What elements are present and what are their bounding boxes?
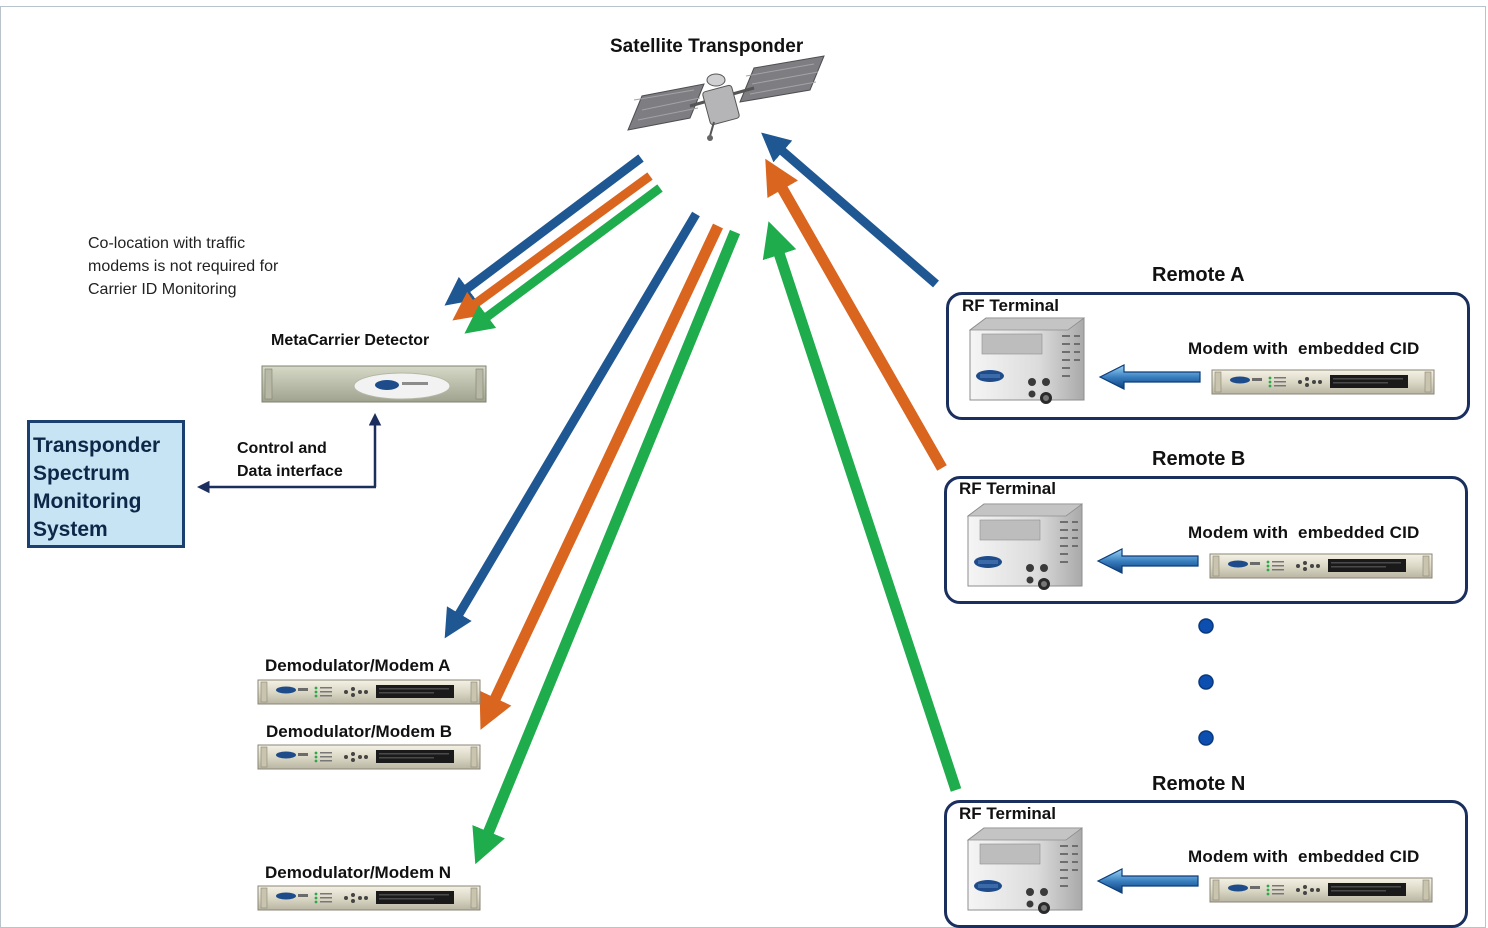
demodulator-b-label: Demodulator/Modem B — [266, 722, 453, 741]
downlink-arrow-blue-detector — [444, 154, 644, 306]
ellipsis-dot-icon — [1198, 674, 1214, 690]
tsms-line: System — [33, 518, 108, 541]
uplink-arrow-green-remote-n — [762, 221, 962, 792]
satellite-icon — [627, 55, 825, 141]
remote-a-box — [946, 292, 1470, 420]
transponder-spectrum-monitoring-system-box: Transponder Spectrum Monitoring System — [27, 420, 185, 548]
satellite-transponder-label: Satellite Transponder — [610, 36, 804, 57]
remote-n-title: Remote N — [1152, 773, 1246, 795]
downlink-arrow-orange-demod-b — [479, 223, 723, 730]
control-line: Data interface — [237, 463, 343, 480]
ellipsis-dot-icon — [1198, 618, 1214, 634]
remote-a-rf-terminal-label: RF Terminal — [962, 296, 1059, 315]
control-data-interface-label: Control and Data interface — [237, 437, 377, 483]
downlink-arrow-green-demod-n — [472, 229, 741, 865]
remote-a-modem-label: Modem with embedded CID — [1188, 339, 1420, 358]
remote-b-title: Remote B — [1152, 448, 1246, 470]
uplink-arrow-blue-remote-a — [761, 132, 939, 288]
remote-a-title: Remote A — [1152, 264, 1245, 286]
remote-n-rf-terminal-label: RF Terminal — [959, 804, 1056, 823]
downlink-arrow-blue-demod-a — [444, 211, 700, 639]
metacarrier-detector-label: MetaCarrier Detector — [271, 332, 430, 349]
downlink-arrow-orange-detector — [452, 172, 653, 321]
co-location-note: Co-location with traffic modems is not r… — [88, 232, 348, 301]
tsms-line: Spectrum — [33, 462, 130, 485]
note-line: modems is not required for — [88, 258, 279, 275]
demodulator-a-rack-icon — [257, 679, 481, 705]
downlink-arrow-green-detector — [464, 184, 663, 334]
note-line: Co-location with traffic — [88, 235, 246, 252]
demodulator-n-label: Demodulator/Modem N — [265, 863, 452, 882]
remote-n-box — [944, 800, 1468, 928]
demodulator-n-rack-icon — [257, 885, 481, 911]
ellipsis-dot-icon — [1198, 730, 1214, 746]
remote-b-rf-terminal-label: RF Terminal — [959, 479, 1056, 498]
remote-n-modem-label: Modem with embedded CID — [1188, 847, 1420, 866]
metacarrier-detector-icon — [261, 365, 487, 403]
tsms-line: Transponder — [33, 434, 161, 457]
demodulator-b-rack-icon — [257, 744, 481, 770]
demodulator-a-label: Demodulator/Modem A — [265, 656, 451, 675]
remote-b-box — [944, 476, 1468, 604]
tsms-line: Monitoring — [33, 490, 142, 513]
note-line: Carrier ID Monitoring — [88, 281, 237, 298]
remote-b-modem-label: Modem with embedded CID — [1188, 523, 1420, 542]
control-line: Control and — [237, 440, 327, 457]
uplink-arrow-orange-remote-b — [765, 158, 947, 471]
